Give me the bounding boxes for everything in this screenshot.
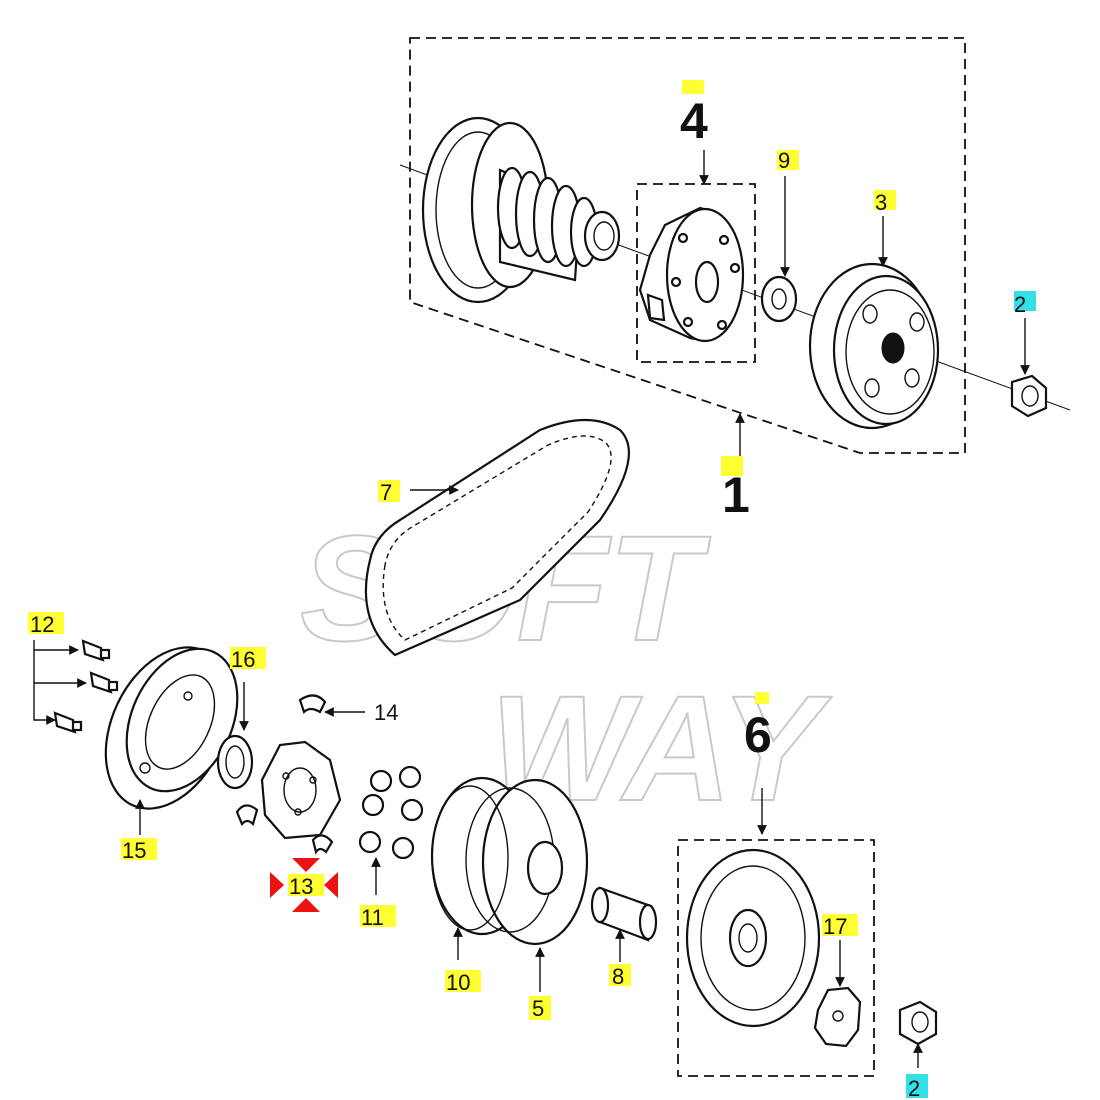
callout-7: 7 xyxy=(380,480,392,505)
nut-part-2-bottom xyxy=(898,1000,938,1046)
rollers-part-11 xyxy=(358,765,424,860)
slider-part-14 xyxy=(298,694,327,715)
cover-plate-part-15 xyxy=(104,646,239,810)
callout-10: 10 xyxy=(446,970,470,995)
callout-17: 17 xyxy=(823,914,847,939)
callout-8: 8 xyxy=(612,964,624,989)
callout-2-top: 2 xyxy=(1014,292,1026,317)
callout-12: 12 xyxy=(30,612,54,637)
red-highlight-marker xyxy=(270,858,338,912)
leader-lines xyxy=(33,150,1030,1068)
slider-pieces xyxy=(235,804,334,855)
clutch-bell-part-3 xyxy=(808,262,940,430)
callout-11: 11 xyxy=(361,905,384,930)
leader-12-c xyxy=(33,640,56,725)
callout-4: 4 xyxy=(680,93,708,149)
callout-5: 5 xyxy=(532,996,544,1021)
callout-9: 9 xyxy=(778,148,790,173)
drive-belt-part-7 xyxy=(364,418,631,657)
ramp-plate-part-13 xyxy=(260,740,342,840)
washer-part-16 xyxy=(216,734,254,790)
callout-15: 15 xyxy=(122,838,146,863)
assembly-1-boundary xyxy=(409,37,966,454)
assembly-6-boundary xyxy=(677,839,875,1077)
callout-labels: 4 9 3 2 1 7 12 16 14 6 15 13 11 10 5 8 1… xyxy=(30,93,1026,1100)
washer-part-9 xyxy=(760,275,798,323)
callout-2-bottom: 2 xyxy=(908,1076,920,1100)
callout-1: 1 xyxy=(722,467,750,523)
callout-16: 16 xyxy=(231,647,255,672)
nut-part-2-top xyxy=(1010,374,1048,418)
bolts-part-12 xyxy=(53,639,119,734)
face-plate-part-17 xyxy=(813,986,862,1048)
callout-6: 6 xyxy=(744,707,772,763)
assembly-4-boundary xyxy=(636,183,756,363)
callout-13: 13 xyxy=(289,874,313,899)
callout-highlights xyxy=(28,80,1036,1098)
fan-pulley-part-6 xyxy=(685,848,821,1028)
bushing-part-8 xyxy=(590,886,658,942)
clutch-plate-part-4 xyxy=(638,206,745,343)
driven-pulley-with-spring xyxy=(421,116,621,304)
drive-pulley-part-5 xyxy=(430,776,589,946)
callout-3: 3 xyxy=(875,190,887,215)
callout-14: 14 xyxy=(374,700,398,725)
o-ring-part-10 xyxy=(431,785,509,931)
